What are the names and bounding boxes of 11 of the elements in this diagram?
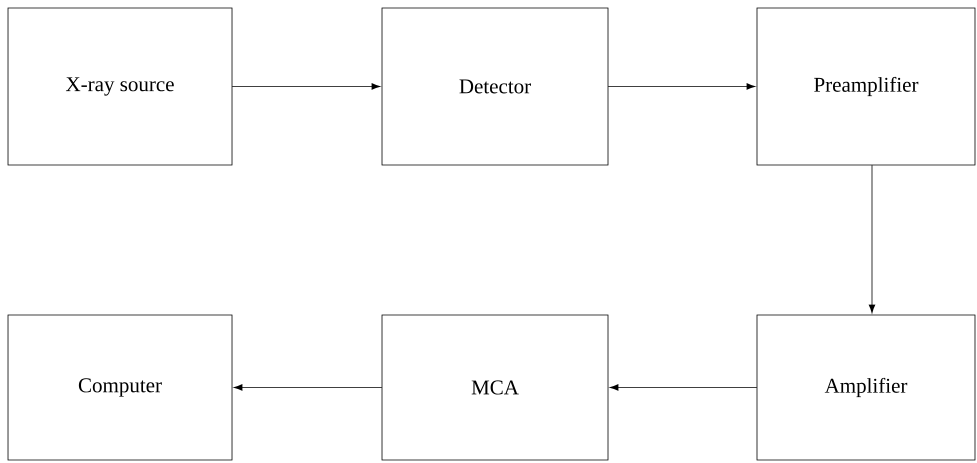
process-box: Detector [382,8,608,166]
process-box: MCA [382,314,608,460]
process-box: Amplifier [756,314,976,460]
process-box: Computer [8,314,232,460]
arrow [608,83,756,90]
arrow [610,384,757,391]
arrow [232,83,380,90]
process-box: X-ray source [8,8,232,166]
arrow [868,164,876,314]
process-box: Preamplifier [756,8,976,166]
arrow [234,384,382,391]
